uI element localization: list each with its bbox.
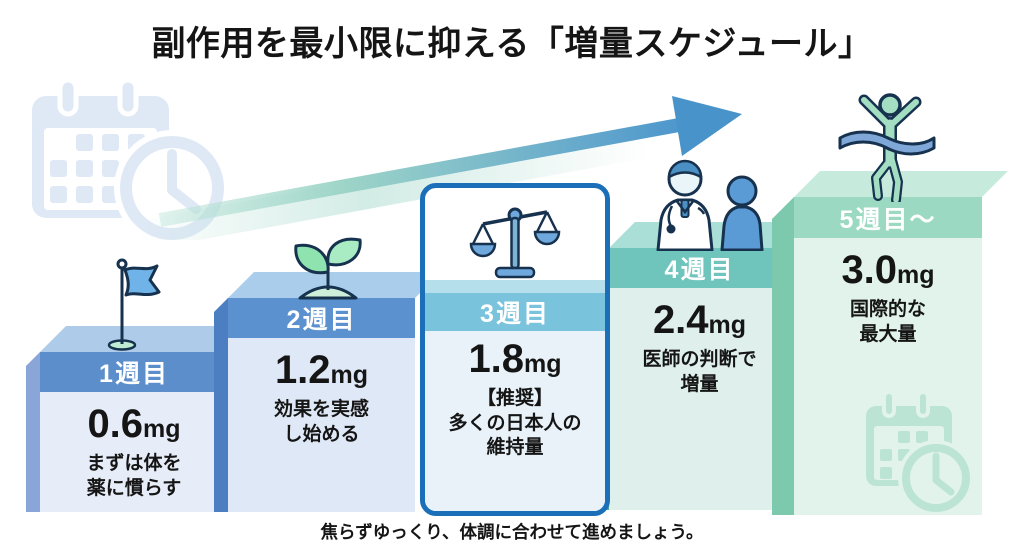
- step2-body: 1.2mg 効果を実感 し始める: [228, 338, 415, 512]
- step5-body: 3.0mg 国際的な 最大量: [794, 238, 982, 515]
- week5-label: 5週目〜: [794, 197, 982, 238]
- week2-label: 2週目: [228, 298, 415, 338]
- dose-value: 2.4: [652, 298, 709, 342]
- week1-label: 1週目: [40, 352, 228, 392]
- growth-arrow-icon: [135, 96, 742, 240]
- step1-body: 0.6mg まずは体を 薬に慣らす: [40, 392, 228, 512]
- step-week2: 2週目 1.2mg 効果を実感 し始める: [228, 298, 415, 512]
- dose-value: 1.8: [468, 337, 525, 381]
- step5-side-face: [772, 197, 794, 515]
- step-week3-highlighted: 3週目 1.8mg 【推奨】 多くの日本人の 維持量: [420, 183, 610, 516]
- step3-top-face: [425, 280, 605, 293]
- finish-line-icon: [838, 93, 936, 202]
- step3-body: 1.8mg 【推奨】 多くの日本人の 維持量: [425, 331, 605, 511]
- calendar-clock-icon: [866, 390, 974, 513]
- page-title: 副作用を最小限に抑える「増量スケジュール」: [151, 25, 873, 63]
- dose-description: まずは体を 薬に慣らす: [86, 453, 182, 499]
- dose-value: 1.2: [274, 348, 331, 392]
- flag-icon: [107, 258, 161, 351]
- week3-label: 3週目: [425, 293, 605, 331]
- balance-scale-icon: [469, 207, 561, 279]
- week4-label: 4週目: [609, 248, 790, 288]
- step-week1: 1週目 0.6mg まずは体を 薬に慣らす: [40, 352, 228, 512]
- dose-value: 3.0: [841, 248, 898, 292]
- dose-unit: mg: [143, 415, 181, 443]
- step3-icon-area: [425, 188, 605, 280]
- dose-value: 0.6: [87, 402, 144, 446]
- sprout-icon: [294, 237, 362, 300]
- step4-body: 2.4mg 医師の判断で 増量: [609, 288, 790, 510]
- dose-description: 医師の判断で 増量: [642, 349, 757, 395]
- step-week5: 5週目〜 3.0mg 国際的な 最大量: [794, 197, 982, 515]
- dose-unit: mg: [330, 361, 369, 389]
- dose-description: 国際的な 最大量: [849, 299, 926, 345]
- dose-unit: mg: [708, 311, 747, 339]
- dose-unit: mg: [524, 350, 562, 378]
- step-week4: 4週目 2.4mg 医師の判断で 増量: [609, 248, 790, 510]
- dose-description: 効果を実感 し始める: [273, 399, 369, 445]
- dose-description: 【推奨】 多くの日本人の 維持量: [448, 388, 582, 459]
- dose-unit: mg: [897, 261, 935, 289]
- footer-note: 焦らずゆっくり、体調に合わせて進めましょう。: [320, 522, 704, 542]
- step2-side-face: [214, 298, 228, 512]
- step1-side-face: [26, 352, 40, 512]
- doctor-patient-icon: [656, 159, 764, 251]
